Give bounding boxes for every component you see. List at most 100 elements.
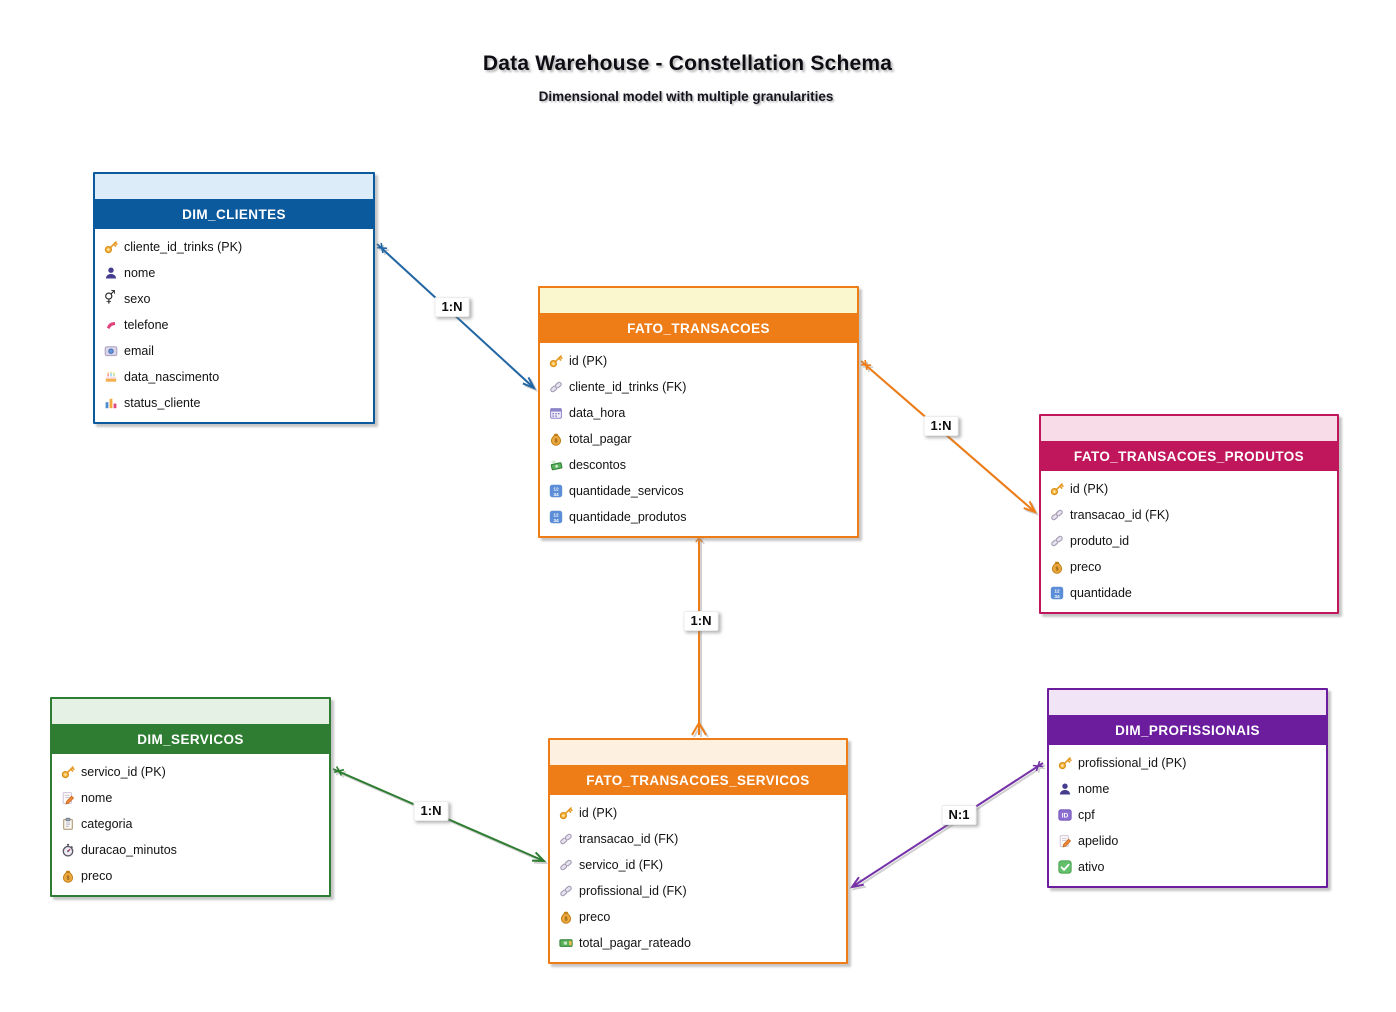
field-label: quantidade (1070, 586, 1132, 600)
moneybag-icon: $ (61, 869, 81, 883)
table-title: DIM_SERVICOS (52, 726, 329, 754)
field-label: data_nascimento (124, 370, 220, 384)
field-row: status_cliente (95, 390, 373, 416)
field-label: telefone (124, 318, 169, 332)
gender-icon: ⚥ (104, 291, 116, 306)
check-icon (1058, 860, 1078, 874)
clipboard-icon (61, 817, 81, 831)
field-label: preco (579, 910, 611, 924)
field-label: nome (1078, 782, 1110, 796)
field-label: ativo (1078, 860, 1105, 874)
svg-text:$: $ (66, 876, 69, 882)
field-label: categoria (81, 817, 133, 831)
table-dim-profissionais[interactable]: DIM_PROFISSIONAIS profissional_id (PK)no… (1047, 688, 1328, 888)
field-label: apelido (1078, 834, 1119, 848)
key-icon (104, 240, 124, 254)
field-label: cliente_id_trinks (PK) (124, 240, 243, 254)
flyingmoney-icon (549, 458, 569, 472)
field-row: nome (1049, 776, 1326, 802)
table-top-band (540, 288, 857, 315)
field-row: transacao_id (FK) (1041, 502, 1337, 528)
field-row: transacao_id (FK) (550, 826, 846, 852)
svg-text:$: $ (554, 439, 557, 445)
table-fields: id (PK)transacao_id (FK)servico_id (FK)p… (550, 795, 846, 962)
phone-icon (104, 318, 124, 332)
field-label: quantidade_produtos (569, 510, 687, 524)
moneybag-icon: $ (1050, 560, 1070, 574)
field-label: transacao_id (FK) (1070, 508, 1170, 522)
key-icon (1058, 756, 1078, 770)
field-row: id (PK) (1041, 476, 1337, 502)
field-row: ⚥ sexo (95, 286, 373, 312)
table-title: FATO_TRANSACOES_SERVICOS (550, 767, 846, 795)
cardinality-label: N:1 (941, 805, 977, 825)
link-icon (559, 884, 579, 898)
link-icon (559, 832, 579, 846)
banknote-icon (559, 936, 579, 950)
field-row: produto_id (1041, 528, 1337, 554)
field-row: $preco (52, 863, 329, 889)
svg-text:$: $ (564, 917, 567, 923)
field-label: email (124, 344, 154, 358)
field-row: email (95, 338, 373, 364)
field-row: servico_id (FK) (550, 852, 846, 878)
page-subtitle: Dimensional model with multiple granular… (538, 89, 834, 104)
link-icon (1050, 508, 1070, 522)
table-dim-clientes[interactable]: DIM_CLIENTES cliente_id_trinks (PK) nome ⚥… (93, 172, 375, 424)
field-row: $total_pagar (540, 426, 857, 452)
table-fields: id (PK) cliente_id_trinks (FK) data_hora$t… (540, 343, 857, 536)
svg-text:34: 34 (553, 492, 559, 498)
table-title: FATO_TRANSACOES_PRODUTOS (1041, 443, 1337, 471)
table-fields: id (PK) transacao_id (FK) produto_id $ preco… (1041, 471, 1337, 612)
cardinality-label: 1:N (923, 416, 959, 436)
svg-text:12: 12 (553, 513, 559, 519)
field-label: preco (1070, 560, 1102, 574)
field-label: cpf (1078, 808, 1095, 822)
field-row: descontos (540, 452, 857, 478)
field-label: nome (124, 266, 156, 280)
field-label: sexo (124, 292, 151, 306)
table-top-band (1041, 416, 1337, 443)
field-label: id (PK) (569, 354, 608, 368)
cardinality-label: 1:N (683, 611, 719, 631)
table-fato-transacoes[interactable]: FATO_TRANSACOES id (PK)cliente_id_trinks… (538, 286, 859, 538)
table-top-band (1049, 690, 1326, 717)
field-row: apelido (1049, 828, 1326, 854)
field-label: total_pagar_rateado (579, 936, 691, 950)
field-label: nome (81, 791, 113, 805)
field-label: cliente_id_trinks (FK) (569, 380, 687, 394)
field-row: duracao_minutos (52, 837, 329, 863)
field-row: profissional_id (PK) (1049, 750, 1326, 776)
field-row: data_nascimento (95, 364, 373, 390)
field-row: ativo (1049, 854, 1326, 880)
key-icon (549, 354, 569, 368)
field-row: cliente_id_trinks (PK) (95, 234, 373, 260)
table-fato-transacoes-produtos[interactable]: FATO_TRANSACOES_PRODUTOS id (PK) transaca… (1039, 414, 1339, 614)
page-title: Data Warehouse - Constellation Schema (482, 52, 893, 75)
relationship-line-transacoes-produtos (860, 359, 1038, 514)
field-row: data_hora (540, 400, 857, 426)
svg-text:$: $ (1055, 567, 1058, 573)
link-icon (549, 380, 569, 394)
field-row: id (PK) (540, 348, 857, 374)
table-top-band (52, 699, 329, 726)
field-row: cliente_id_trinks (FK) (540, 374, 857, 400)
table-title: DIM_CLIENTES (95, 201, 373, 229)
key-icon (61, 765, 81, 779)
field-row: $ preco (1041, 554, 1337, 580)
memo-icon (61, 791, 81, 805)
table-fato-transacoes-servicos[interactable]: FATO_TRANSACOES_SERVICOS id (PK)transaca… (548, 738, 848, 964)
field-label: transacao_id (FK) (579, 832, 679, 846)
relationship-line-transacoes-servicos (691, 532, 707, 736)
email-icon (104, 344, 124, 358)
field-row: $ preco (550, 904, 846, 930)
field-label: id (PK) (1070, 482, 1109, 496)
chart-icon (104, 396, 124, 410)
